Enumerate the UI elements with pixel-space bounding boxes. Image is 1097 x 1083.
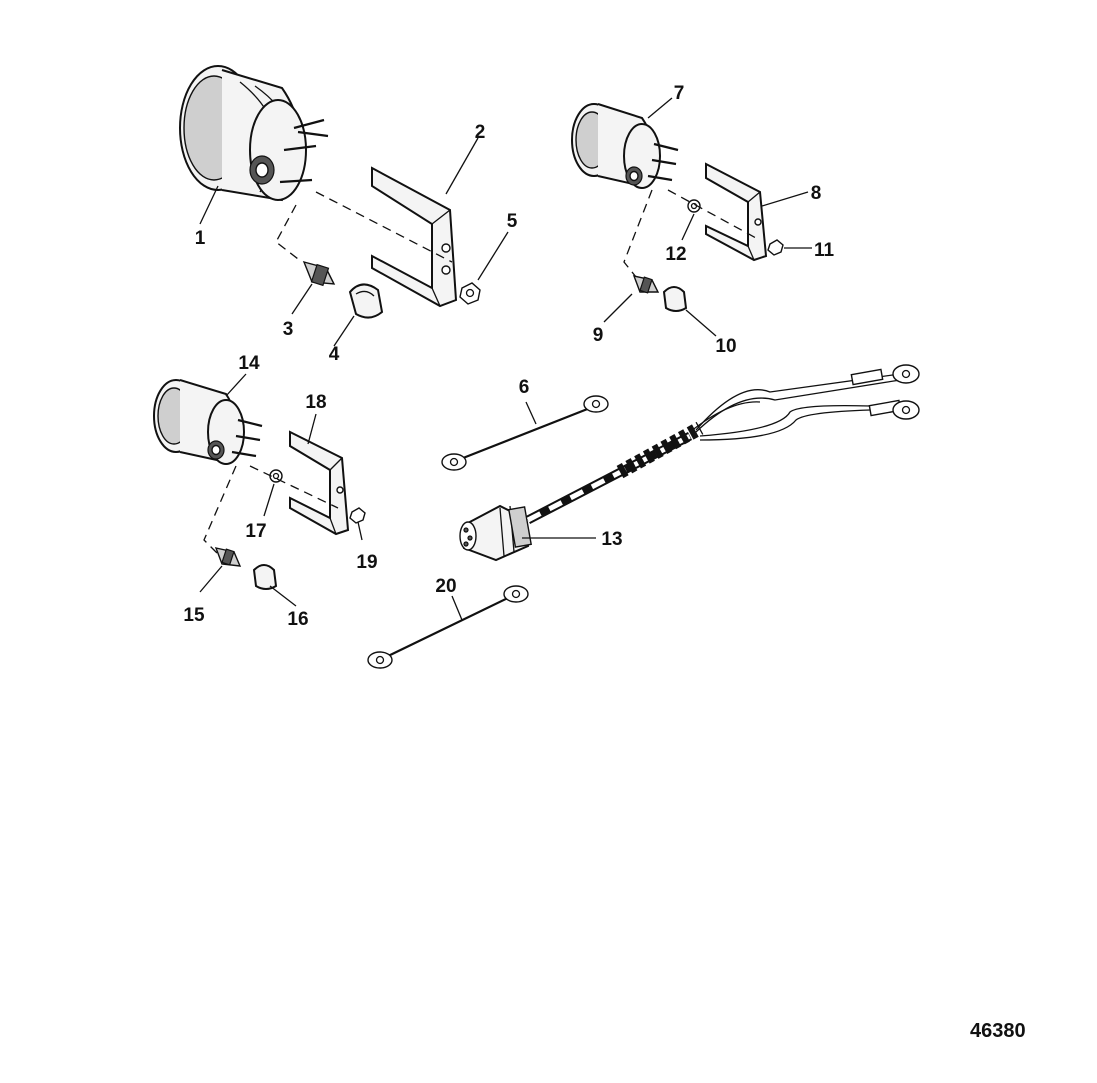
callout-4: 4 [329,344,340,365]
nut-lower-left [349,507,366,524]
callout-15: 15 [183,605,205,626]
callout-14: 14 [238,353,260,374]
callout-5: 5 [507,211,518,232]
callout-2: 2 [475,122,486,143]
callout-20: 20 [435,576,456,597]
callout-1: 1 [195,228,206,249]
lamp-bulb-large [348,283,384,319]
callout-7: 7 [674,83,685,104]
callout-13: 13 [601,529,622,550]
bracket-large [371,166,458,308]
nut-large [459,282,481,305]
lamp-bulb-lower-left [252,564,278,590]
callout-8: 8 [811,183,822,204]
washer-upper-right [687,199,701,213]
callout-19: 19 [356,552,377,573]
lamp-socket-upper-right [632,275,660,294]
callout-6: 6 [519,377,530,398]
washer-lower-left [269,469,283,483]
lamp-socket-lower-left [214,547,242,567]
callout-12: 12 [665,244,686,265]
gauge-upper-right [571,103,679,189]
lamp-bulb-upper-right [662,286,688,312]
ground-wire-upper [441,395,609,471]
nut-upper-right [767,239,784,256]
wiring-harness [459,364,920,562]
callout-9: 9 [593,325,604,346]
gauge-lower-left [153,379,263,465]
callout-17: 17 [245,521,266,542]
callout-10: 10 [715,336,736,357]
callout-18: 18 [305,392,326,413]
gauge-large [179,65,329,202]
callout-16: 16 [287,609,308,630]
bracket-upper-right [705,162,768,262]
callout-11: 11 [814,240,835,261]
bracket-lower-left [289,430,350,536]
lamp-socket-large [302,260,336,287]
ground-wire-lower [367,585,529,669]
callout-3: 3 [283,319,294,340]
figure-number: 46380 [970,1020,1026,1042]
